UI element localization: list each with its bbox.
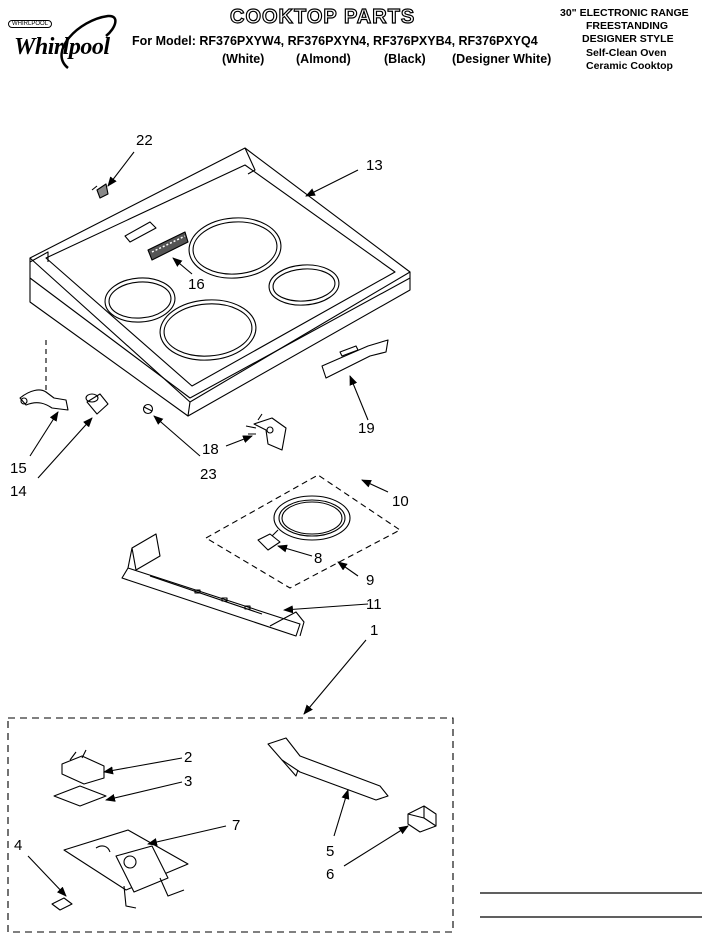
callout-22: 22 [136,132,153,149]
insulator-part [53,785,107,807]
bushing-part [85,393,109,415]
callout-5: 5 [326,843,335,860]
callout-6: 6 [326,866,335,883]
parts-kit-outline [7,717,454,933]
label-part [51,897,73,911]
logo-tag: WHIRLPOOL [8,20,53,28]
callout-11: 11 [366,596,382,613]
trim-bracket-part [321,339,389,379]
color-black: (Black) [384,52,426,66]
screw-part [142,403,154,415]
wire-bracket-part [19,389,69,411]
range-style-freestanding: FREESTANDING [586,20,669,32]
callout-19: 19 [358,420,375,437]
logo-wordmark: Whirlpool [14,34,110,60]
element-terminal-part [257,529,281,551]
callout-3: 3 [184,773,193,790]
callout-9: 9 [366,572,375,589]
limit-switch-part [245,413,287,451]
cooktop-type: Ceramic Cooktop [586,60,673,72]
callout-15: 15 [10,460,27,477]
kit-switch-part [61,749,105,785]
clip-part [91,183,109,199]
control-strip-part [147,231,189,261]
callout-8: 8 [314,550,323,567]
connector-part [407,805,437,833]
callout-10: 10 [392,493,409,510]
radiant-element-part [273,495,351,541]
cooktop-main-top [29,147,411,417]
control-board-part [63,829,189,909]
callout-7: 7 [232,817,241,834]
kit-bracket-part [267,737,389,801]
color-white: (White) [222,52,265,66]
element-support-part [121,533,305,637]
color-designer-white: (Designer White) [452,52,552,66]
color-almond: (Almond) [296,52,351,66]
model-line: For Model: RF376PXYW4, RF376PXYN4, RF376… [132,34,538,48]
callout-16: 16 [188,276,205,293]
callout-18: 18 [202,441,219,458]
callout-2: 2 [184,749,193,766]
range-type: 30" ELECTRONIC RANGE [560,7,689,19]
logo-swoosh-icon [60,14,117,69]
callout-14: 14 [10,483,27,500]
callout-4: 4 [14,837,23,854]
oven-type: Self-Clean Oven [586,47,667,59]
model-prefix: For Model: [132,34,196,48]
leader-lines [27,151,409,897]
callout-13: 13 [366,157,383,174]
callout-23: 23 [200,466,217,483]
whirlpool-logo: WHIRLPOOL Whirlpool [8,12,130,70]
element-assembly-outline [205,474,401,589]
callout-1: 1 [370,622,379,639]
model-list: RF376PXYW4, RF376PXYN4, RF376PXYB4, RF37… [199,34,538,48]
range-style-designer: DESIGNER STYLE [582,33,674,45]
page-title: COOKTOP PARTS [229,5,416,28]
